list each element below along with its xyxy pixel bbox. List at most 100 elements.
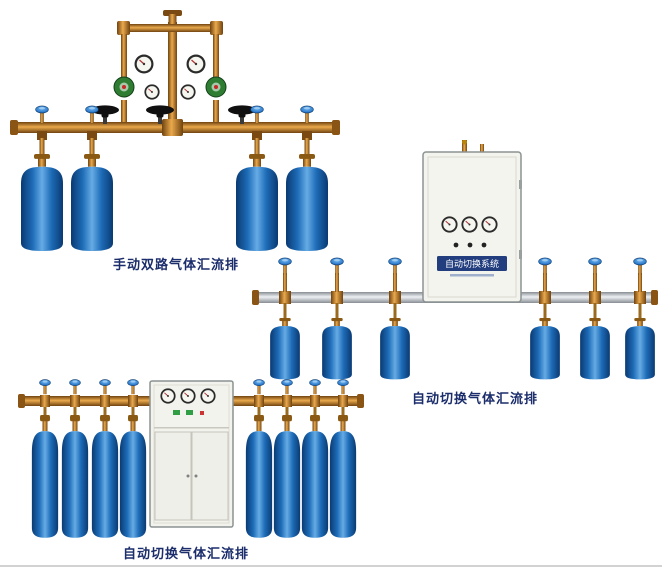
auto-switch-cabinet-illustration [18,379,364,538]
cylinder-valve-cap [330,257,344,275]
pipe-fitting [100,395,110,407]
pigtail-connector [73,407,77,416]
cabinet-gauge [200,388,216,404]
cabinet-hinge [519,250,522,259]
gas-cylinder [580,318,610,380]
pipe-fitting [254,395,264,407]
pigtail-connector [543,303,547,319]
cylinder-valve-cap [309,379,321,395]
indicator-light [467,242,473,248]
gas-cylinder [71,154,113,252]
cabinet-gauge [180,388,196,404]
pigtail-connector [103,407,107,416]
pipe-fitting [40,395,50,407]
red-button [200,411,204,415]
gas-cylinder [119,415,147,538]
cabinet-name-plate [437,256,507,271]
cylinder-valve-cap [278,257,292,275]
pipe-end-cap [252,290,259,305]
gas-cylinder [61,415,89,538]
pigtail-connector [131,407,135,416]
pigtail-connector [43,407,47,416]
cylinder-valve-cap [85,105,99,123]
cylinder-valve-cap [69,379,81,395]
left-branch-pipe [121,34,127,80]
regulator-assembly [113,10,227,126]
pigtail-connector [638,303,642,319]
gas-cylinder [329,415,357,538]
riser-pipe [393,273,397,292]
center-riser-pipe [168,22,177,124]
pressure-gauge [186,54,206,74]
control-cabinet: 自动切换系统 [422,140,522,303]
cabinet-top-stub [480,144,484,153]
pressure-gauge [134,54,154,74]
cylinder-valve-cap [588,257,602,275]
gas-cylinder [91,415,119,538]
control-cabinet [149,380,234,528]
pigtail-connector [393,303,397,319]
green-button [186,410,193,415]
pigtail-connector [593,303,597,319]
cylinder-valve-cap [633,257,647,275]
cabinet-inner-panel [427,156,517,298]
cylinder-valve-cap [253,379,265,395]
pipe-fitting [282,395,292,407]
gas-cylinder [301,415,329,538]
cylinder-valve-cap [35,105,49,123]
cabinet-door-right [191,431,229,521]
gas-cylinder [322,318,352,380]
pressure-regulator [113,76,135,98]
pressure-gauge [180,84,196,100]
gas-cylinder [530,318,560,380]
top-cap-fitting [163,10,182,16]
cylinder-drops [35,105,314,155]
cylinder-valve-cap [127,379,139,395]
cabinet-divider [154,427,229,429]
gas-cylinder [31,415,59,538]
drop-pipe [39,138,45,155]
cabinet-gauge [461,216,478,233]
gas-cylinder [625,318,655,380]
pipe-fitting [279,291,291,304]
top-stub-pipe [168,14,177,26]
pipe-fitting [338,395,348,407]
cylinder-valve-cap [300,105,314,123]
drop-tee [252,131,262,140]
gas-cylinder [380,318,410,380]
pipe-fitting [310,395,320,407]
pipe-end-cap [18,394,25,408]
indicator-light [481,242,487,248]
pipe-fitting [634,291,646,304]
riser-pipe [593,273,597,292]
pipe-end-cap [651,290,658,305]
cabinet-top-valve [462,140,467,153]
cabinet-gauge [481,216,498,233]
auto-switch-wall-illustration: 自动切换系统 [252,140,658,380]
figure-caption: 手动双路气体汇流排 [112,257,239,272]
pipe-fitting [389,291,401,304]
pigtail-connector [335,303,339,319]
cabinet-gauge [160,388,176,404]
riser-pipe [638,273,642,292]
cylinder-valve-cap [39,379,51,395]
riser-pipe [335,273,339,292]
green-button [173,410,180,415]
cylinder-drops [39,379,349,416]
cylinder-drops [278,257,647,319]
elbow-fitting [210,21,223,35]
cabinet-top-valve-knob [462,140,467,145]
top-cross-pipe [120,24,220,32]
drop-pipe [304,138,310,155]
pigtail-connector [341,407,345,416]
indicator-light [453,242,459,248]
pigtail-connector [313,407,317,416]
cylinder-valve-cap [538,257,552,275]
riser-pipe [543,273,547,292]
door-knob [186,474,190,478]
gas-cylinder [273,415,301,538]
cabinet-label: 自动切换系统 [445,258,499,269]
left-branch-pipe-lower [121,100,127,126]
cylinder-valve-cap [250,105,264,123]
